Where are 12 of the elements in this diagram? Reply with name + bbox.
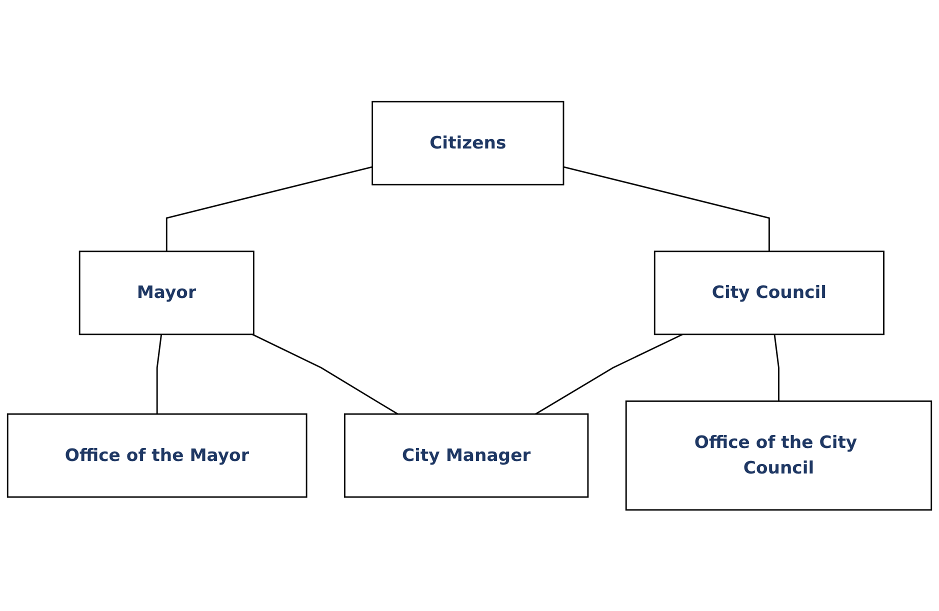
connector — [774, 334, 780, 401]
connector — [252, 333, 398, 414]
node-box: Citizens — [372, 100, 564, 186]
node-box: Office of the Mayor — [6, 413, 308, 498]
connector — [156, 334, 162, 414]
node-box: City Manager — [344, 413, 589, 498]
node-box: Office of the City Council — [625, 400, 932, 510]
connector — [535, 333, 683, 414]
connector — [166, 166, 373, 252]
connector — [563, 166, 770, 252]
node-box: City Council — [654, 250, 884, 335]
node-box: Mayor — [78, 250, 254, 335]
